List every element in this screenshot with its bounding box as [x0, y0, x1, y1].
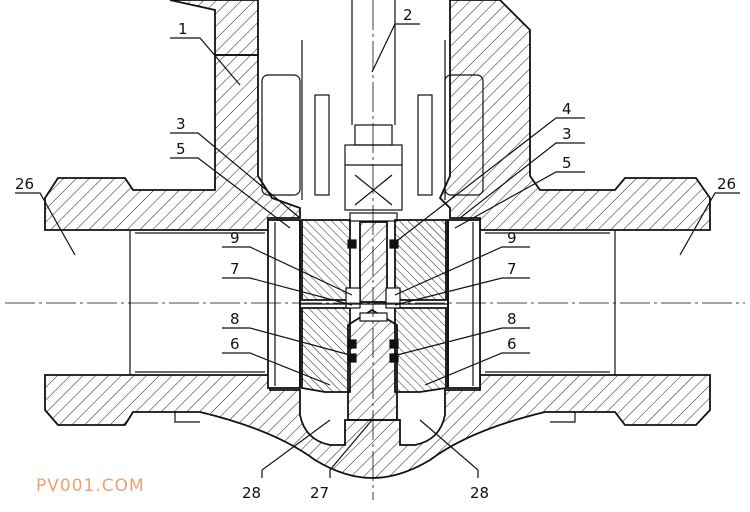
label-5-right: 5 [562, 154, 572, 172]
center-wedge [347, 308, 398, 421]
label-7-left: 7 [230, 260, 240, 278]
label-27: 27 [310, 484, 329, 502]
label-9-right: 9 [507, 229, 517, 247]
leader-lines [15, 23, 740, 478]
label-8-left: 8 [230, 310, 240, 328]
watermark: PV001.COM [36, 476, 145, 496]
label-28-right: 28 [470, 484, 489, 502]
label-4: 4 [562, 100, 572, 118]
seat-ring-right [447, 219, 481, 389]
label-7-right: 7 [507, 260, 517, 278]
label-5-left: 5 [176, 140, 186, 158]
label-8-right: 8 [507, 310, 517, 328]
bonnet-left [169, 0, 259, 56]
label-1: 1 [178, 20, 188, 38]
body-upper-right [438, 0, 711, 231]
label-26-left: 26 [15, 175, 34, 193]
label-6-right: 6 [507, 335, 517, 353]
label-26-right: 26 [717, 175, 736, 193]
disc-left [301, 219, 351, 393]
label-9-left: 9 [230, 229, 240, 247]
disc-right [394, 219, 447, 393]
label-6-left: 6 [230, 335, 240, 353]
seat-ring-left [267, 219, 301, 389]
stem [344, 0, 403, 222]
label-3-right: 3 [562, 125, 572, 143]
label-28-left: 28 [242, 484, 261, 502]
label-3-left: 3 [176, 115, 186, 133]
label-2: 2 [403, 6, 413, 24]
